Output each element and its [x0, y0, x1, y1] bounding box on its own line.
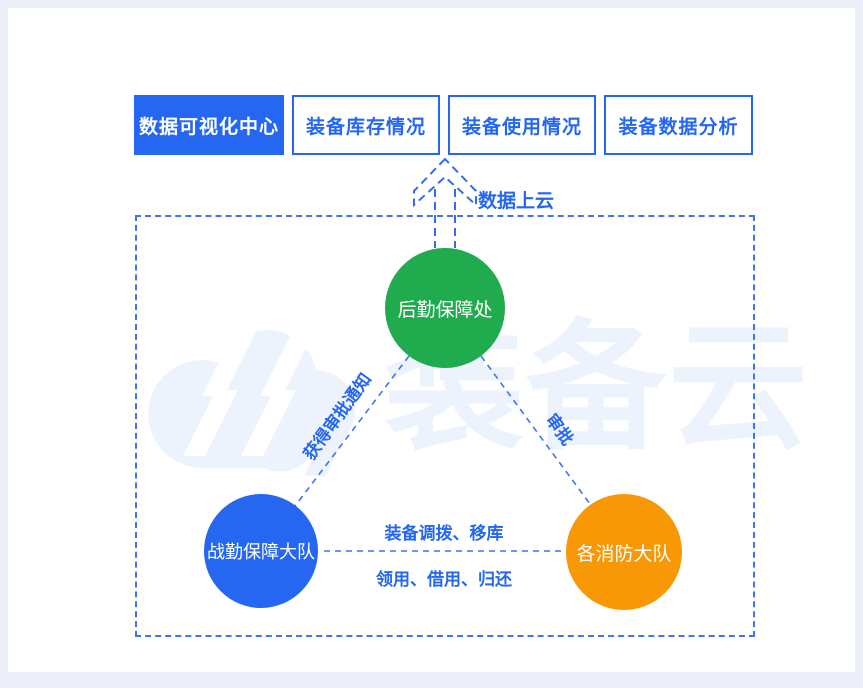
edge-label-borrow-return: 领用、借用、归还 — [376, 570, 512, 589]
tab-equipment-usage[interactable]: 装备使用情况 — [448, 95, 596, 155]
tab-bar: 数据可视化中心 装备库存情况 装备使用情况 装备数据分析 — [134, 95, 753, 155]
upload-arrow-icon — [413, 147, 477, 248]
tab-equipment-data-analysis[interactable]: 装备数据分析 — [604, 95, 753, 155]
tab-data-visualization-center[interactable]: 数据可视化中心 — [134, 95, 284, 155]
diagram-container — [135, 215, 755, 637]
node-combat-support-brigade: 战勤保障大队 — [204, 494, 318, 608]
page-card: 装备云 数据可视化中心 装备库存情况 装备使用情况 装备数据分析 数据上云 后勤… — [8, 8, 855, 672]
node-logistics-support-office: 后勤保障处 — [385, 248, 505, 368]
edge-label-transfer-relocation: 装备调拨、移库 — [384, 524, 504, 543]
upload-arrow-label: 数据上云 — [478, 191, 555, 212]
tab-equipment-inventory[interactable]: 装备库存情况 — [292, 95, 440, 155]
node-fire-brigades: 各消防大队 — [566, 494, 682, 610]
